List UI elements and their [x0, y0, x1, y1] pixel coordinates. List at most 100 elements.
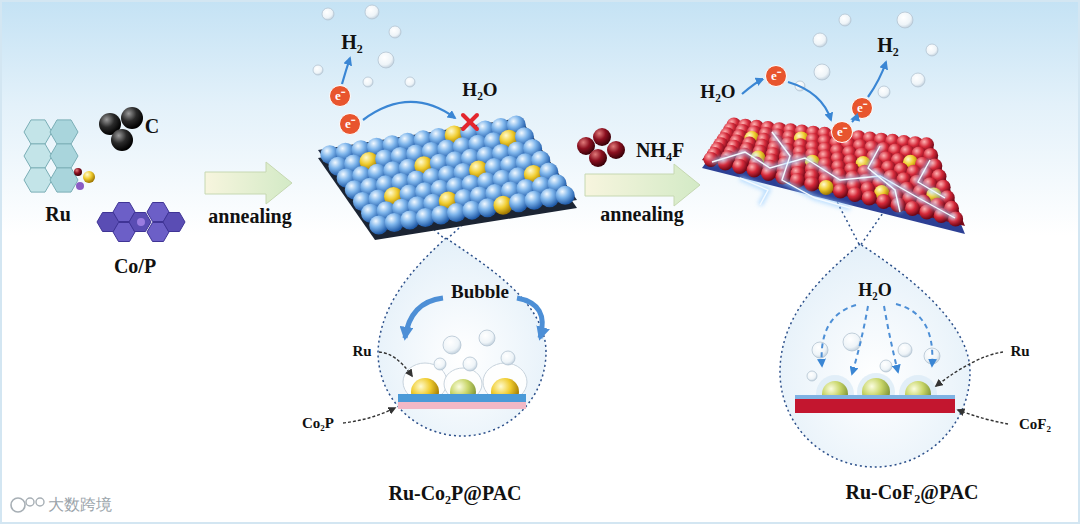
flow-arrow [788, 82, 831, 120]
sheet-edge [702, 130, 965, 234]
gas-bubble [814, 64, 830, 80]
leader-line [343, 408, 395, 423]
gas-bubble [813, 33, 827, 47]
blocked-mark [463, 115, 477, 129]
cop-framework-cell [163, 213, 185, 232]
molecule-label: H₂ [877, 34, 899, 57]
co-atom [137, 218, 145, 226]
nh4f-precursor [577, 128, 625, 167]
electron-badge [766, 66, 787, 87]
flow-arrow [852, 119, 854, 122]
gas-bubble [926, 44, 938, 56]
precursors [24, 107, 185, 242]
gas-bubble [443, 336, 461, 354]
ru-cof2-sheet [702, 117, 965, 246]
magnified-inset: BubbleRuCo₂P [300, 228, 552, 446]
lightning-glow [712, 152, 955, 218]
gas-bubble [463, 357, 477, 371]
ru-crystal-cell [50, 144, 78, 168]
ru-crystal-cell [24, 168, 52, 192]
electron-label: e⁻ [857, 101, 867, 116]
catalyst-particle [556, 186, 575, 205]
reagent-label: NH₄F [636, 139, 684, 162]
cop-framework-cell [129, 213, 151, 232]
inset-outline-shape [378, 238, 546, 436]
component-label: Ru [1010, 343, 1029, 360]
leader-line [936, 352, 1003, 386]
bubble-label: Bubble [451, 281, 509, 303]
process-label: annealing [208, 205, 291, 228]
nh4f-particle [607, 141, 625, 159]
lightning-glow [772, 132, 850, 208]
ru-atom [76, 182, 84, 190]
inset-outline-shape [780, 244, 970, 467]
water-flow-arrow [896, 304, 932, 366]
electron-badge [852, 98, 873, 119]
logo-ring [11, 498, 25, 512]
zoom-guide [860, 210, 885, 246]
gas-bubble [878, 86, 890, 98]
leader-line [379, 352, 412, 376]
gas-bubble [839, 14, 851, 26]
lightning-glow [868, 146, 900, 212]
gas-bubble [897, 12, 913, 28]
component-label: CoF₂ [1019, 416, 1051, 433]
water-flow-arrow [884, 306, 898, 372]
inset-drawing [780, 244, 1008, 467]
water-flow-arrow [852, 306, 868, 374]
cof2-layer [795, 399, 955, 413]
gas-bubble [434, 358, 446, 370]
ru-crystal-cell [24, 120, 52, 144]
molecule-label: H₂O [858, 280, 891, 301]
electron-label: e⁻ [837, 125, 847, 140]
gas-bubble [880, 360, 892, 372]
lightning-bolt [868, 146, 900, 212]
product-label: Ru-CoF₂@PAC [845, 481, 978, 504]
flow-arrow [742, 79, 763, 94]
ru-crystal-cell [50, 120, 78, 144]
watermark-logo [11, 498, 44, 512]
molecule-label: H₂O [700, 81, 735, 103]
lightning-bolt [740, 178, 768, 205]
component-label: Ru [352, 343, 371, 360]
flow-arrow [363, 102, 455, 120]
lightning-bolt [918, 160, 945, 198]
electron-badge [340, 114, 361, 135]
gas-bubble [843, 333, 861, 351]
gas-bubble [363, 77, 373, 87]
catalyst-particle [819, 180, 834, 195]
watermark: 大数跨境 [48, 496, 112, 514]
material-label: Co/P [114, 255, 156, 278]
blocked-mark [463, 115, 477, 129]
interface-layer [795, 395, 955, 399]
co2p-layer [398, 394, 526, 402]
sheet-surface [702, 122, 965, 226]
bubble-flow-arrow [517, 298, 542, 338]
gas-bubble [322, 8, 334, 20]
logo-ring [26, 498, 34, 506]
molecule-label: H₂ [341, 31, 363, 54]
gas-bubble [812, 342, 828, 358]
electron-badge [330, 86, 351, 107]
component-label: Co₂P [302, 415, 334, 432]
catalyst-particle [747, 162, 762, 177]
inset-drawing [343, 238, 546, 436]
carbon-sphere [111, 129, 133, 151]
product-label: Ru-Co₂P@PAC [388, 482, 521, 505]
gas-bubble [501, 351, 515, 365]
flow-arrow [342, 58, 350, 84]
gas-bubble [479, 330, 495, 346]
inset-outline [300, 228, 552, 446]
catalyst-particle [833, 183, 848, 198]
charge-transfer-lightning [712, 132, 955, 218]
electron-badge [832, 122, 853, 143]
electron-label: e⁻ [345, 117, 355, 132]
gas-bubble [405, 77, 415, 87]
gas-bubble [378, 52, 394, 68]
gas-bubble [365, 5, 379, 19]
catalyst-particle [876, 194, 891, 209]
gas-bubble [807, 371, 817, 381]
catalyst-particle [905, 201, 920, 216]
